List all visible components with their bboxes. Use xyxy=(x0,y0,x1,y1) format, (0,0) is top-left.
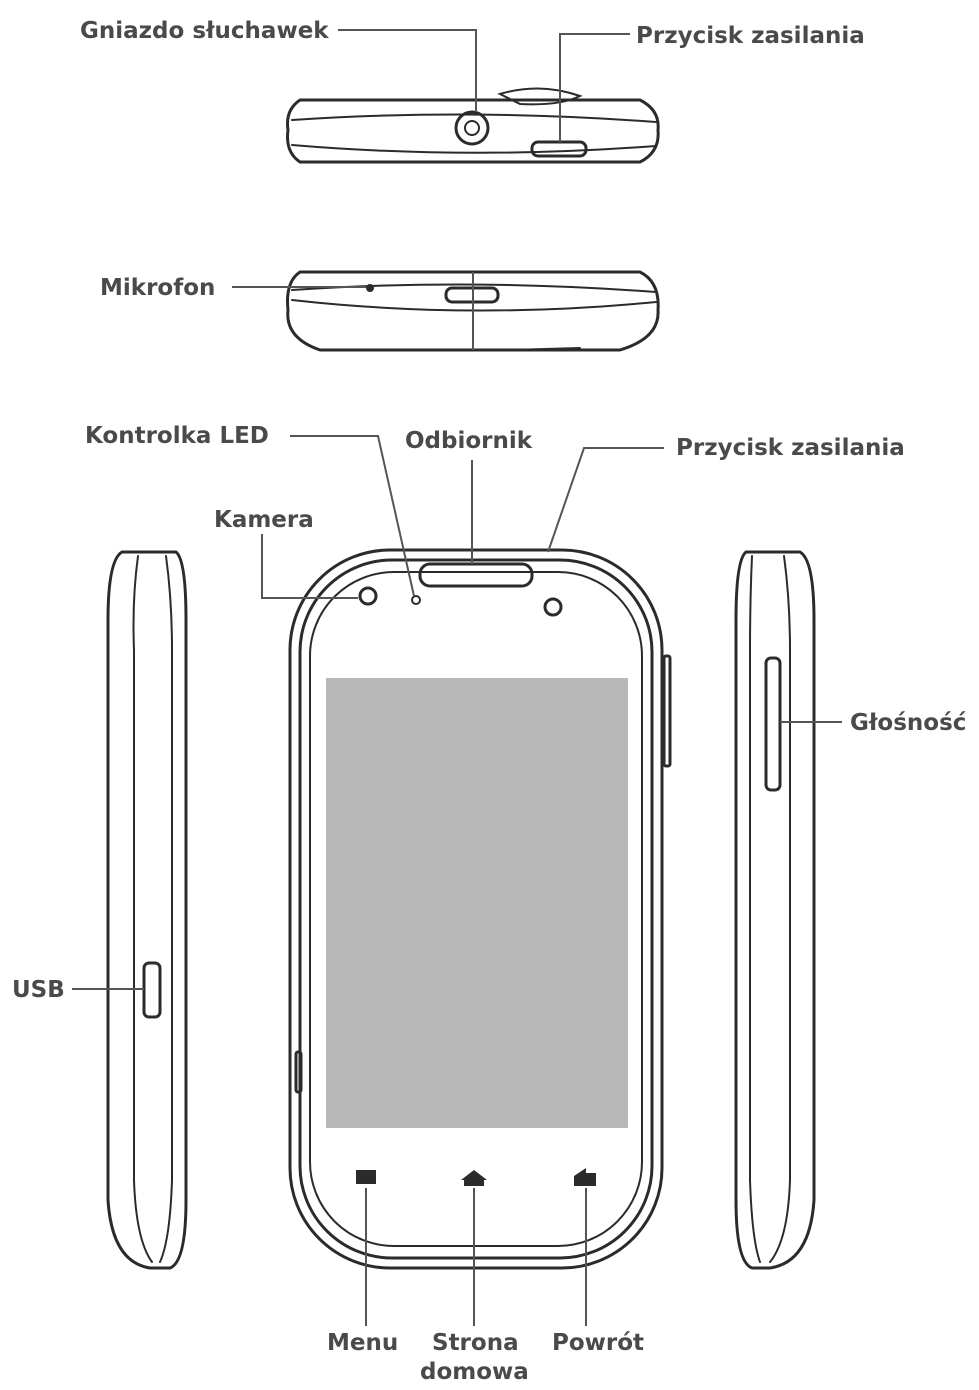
label-menu: Menu xyxy=(327,1330,398,1356)
label-home-line2: domowa xyxy=(420,1359,529,1385)
label-earpiece: Odbiornik xyxy=(405,428,533,454)
phone-top-view xyxy=(286,87,660,164)
label-home-line1: Strona xyxy=(432,1330,519,1356)
power-button-top xyxy=(530,140,588,158)
label-headphone-jack: Gniazdo słuchawek xyxy=(80,18,329,44)
back-icon xyxy=(574,1168,596,1186)
phone-front-view xyxy=(288,548,672,1270)
callout-labels: Gniazdo słuchawek Przycisk zasilania Mik… xyxy=(12,18,966,1385)
menu-icon xyxy=(356,1170,376,1184)
label-back: Powrót xyxy=(552,1330,644,1356)
label-usb: USB xyxy=(12,977,65,1003)
phone-right-side-view xyxy=(734,550,816,1270)
phone-left-side-view xyxy=(106,550,188,1270)
label-led-indicator: Kontrolka LED xyxy=(85,423,269,449)
front-camera xyxy=(358,586,378,606)
label-volume: Głośność xyxy=(850,710,966,736)
label-power-button-top: Przycisk zasilania xyxy=(636,23,865,49)
led-indicator xyxy=(411,595,421,605)
label-power-button-front: Przycisk zasilania xyxy=(676,435,905,461)
headphone-jack xyxy=(454,110,490,146)
label-camera: Kamera xyxy=(214,507,314,533)
light-sensor xyxy=(543,597,563,617)
screen xyxy=(326,678,628,1128)
home-icon xyxy=(461,1170,487,1186)
earpiece xyxy=(418,562,534,588)
leader-lines xyxy=(72,29,842,1326)
volume-rocker xyxy=(764,656,782,792)
microphone-hole xyxy=(366,284,374,292)
usb-port xyxy=(142,961,162,1019)
label-microphone: Mikrofon xyxy=(100,275,215,301)
